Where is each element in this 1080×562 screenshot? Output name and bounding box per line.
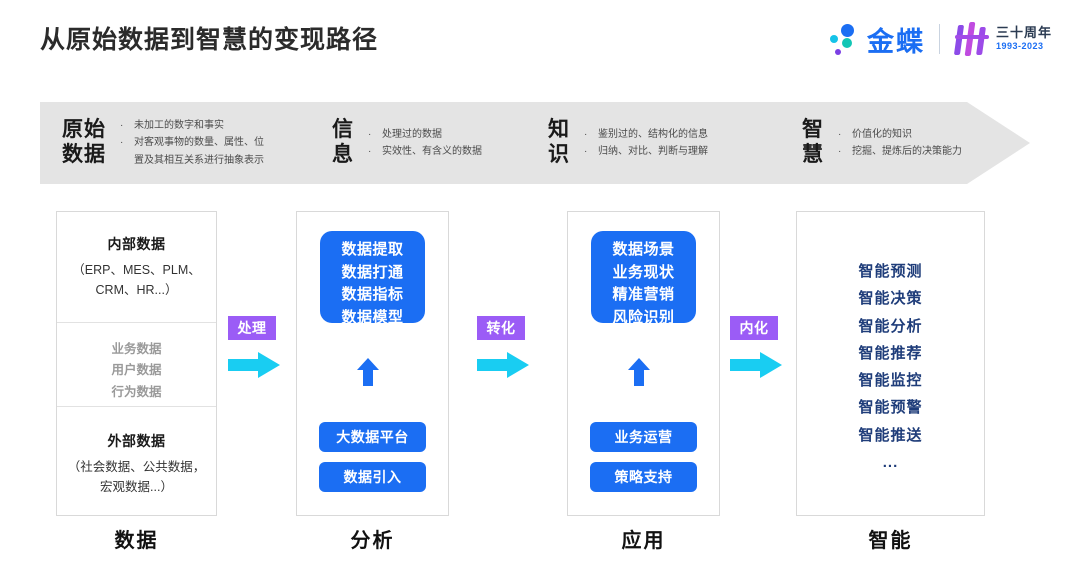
data-types-section: 业务数据 用户数据 行为数据 — [57, 323, 216, 407]
stage-bullets: ·未加工的数字和事实 ·对客观事物的数量、属性、位 置及其相互关系进行抽象表示 — [120, 117, 264, 170]
banner-stage-knowledge: 知 识 ·鉴别过的、结构化的信息 ·归纳、对比、判断与理解 — [548, 102, 708, 184]
analysis-platform-pill: 大数据平台 — [319, 422, 426, 452]
list-item: 智能预测 — [858, 263, 923, 280]
bullet-dot-icon: · — [838, 128, 842, 140]
connector-badge-label: 转化 — [477, 316, 525, 340]
analysis-capability-box: 数据提取 数据打通 数据指标 数据模型 — [320, 231, 425, 326]
list-item: 智能决策 — [858, 290, 923, 308]
stage-title: 智 慧 — [802, 118, 824, 166]
connector-process: 处理 — [228, 316, 286, 378]
column-label-data: 数据 — [114, 530, 159, 552]
right-arrow-icon — [228, 352, 280, 378]
list-item: 智能监控 — [858, 372, 923, 390]
stage-title: 知 识 — [548, 118, 570, 166]
connector-badge-label: 内化 — [730, 316, 778, 340]
list-item: 智能预警 — [858, 399, 923, 417]
bullet-dot-icon: · — [368, 146, 372, 157]
connector-badge-label: 处理 — [228, 316, 276, 340]
dikw-arrow-banner: 原始 数据 ·未加工的数字和事实 ·对客观事物的数量、属性、位 置及其相互关系进… — [40, 102, 1030, 184]
right-arrow-icon — [477, 352, 529, 378]
external-data-title: 外部数据 — [107, 433, 166, 449]
page-title: 从原始数据到智慧的变现路径 — [40, 26, 379, 54]
list-item: 智能推荐 — [858, 344, 923, 362]
anniversary-mark-icon — [952, 21, 992, 57]
list-item: 行为数据 — [111, 384, 162, 399]
banner-stage-information: 信 息 ·处理过的数据 ·实效性、有含义的数据 — [332, 102, 482, 184]
bullet-dot-icon: · — [584, 146, 588, 157]
right-arrow-icon — [730, 352, 782, 378]
internal-data-subtitle: （ERP、MES、PLM、 CRM、HR...） — [72, 263, 201, 297]
connector-transform: 转化 — [477, 316, 535, 378]
stage-title: 原始 数据 — [62, 118, 106, 166]
stage-bullets: ·鉴别过的、结构化的信息 ·归纳、对比、判断与理解 — [584, 126, 708, 161]
bullet-dot-icon: · — [368, 128, 372, 140]
banner-stage-wisdom: 智 慧 ·价值化的知识 ·挖掘、提炼后的决策能力 — [802, 102, 962, 184]
external-data-subtitle: （社会数据、公共数据， 宏观数据...） — [67, 460, 206, 494]
anniversary-label: 三十周年 — [995, 25, 1052, 41]
column-card-data: 内部数据 （ERP、MES、PLM、 CRM、HR...） 业务数据 用户数据 … — [56, 211, 217, 516]
internal-data-title: 内部数据 — [107, 236, 166, 252]
stage-title: 信 息 — [332, 118, 354, 166]
list-item: 智能推送 — [858, 426, 923, 444]
banner-stage-raw-data: 原始 数据 ·未加工的数字和事实 ·对客观事物的数量、属性、位 置及其相互关系进… — [62, 102, 264, 184]
internal-data-section: 内部数据 （ERP、MES、PLM、 CRM、HR...） — [57, 212, 216, 323]
bullet-dot-icon: · — [120, 137, 124, 149]
list-item: 智能分析 — [858, 317, 923, 335]
logo-divider — [938, 24, 940, 54]
bullet-dot-icon: · — [120, 119, 124, 131]
column-card-intelligence: 智能预测 智能决策 智能分析 智能推荐 智能监控 智能预警 智能推送 ... — [796, 211, 985, 516]
connector-internalize: 内化 — [730, 316, 788, 378]
anniversary-text: 三十周年 1993-2023 — [995, 25, 1052, 52]
external-data-section: 外部数据 （社会数据、公共数据， 宏观数据...） — [57, 407, 216, 515]
stage-bullets: ·处理过的数据 ·实效性、有含义的数据 — [368, 126, 482, 161]
bullet-dot-icon: · — [584, 128, 588, 140]
list-item: 业务数据 — [111, 342, 162, 356]
list-item-ellipsis: ... — [882, 454, 899, 472]
list-item: 用户数据 — [111, 363, 162, 378]
up-arrow-icon — [628, 358, 650, 386]
page-header: 从原始数据到智慧的变现路径 金蝶 三十周年 1993-2023 — [0, 0, 1080, 86]
intelligence-list: 智能预测 智能决策 智能分析 智能推荐 智能监控 智能预警 智能推送 ... — [797, 212, 984, 476]
application-capability-box: 数据场景 业务现状 精准营销 风险识别 — [591, 231, 696, 326]
column-label-application: 应用 — [621, 530, 666, 552]
up-arrow-icon — [357, 358, 379, 386]
anniversary-years: 1993-2023 — [995, 41, 1044, 52]
application-operations-pill: 业务运营 — [590, 422, 697, 452]
brand-name: 金蝶 — [866, 26, 925, 57]
kingdee-dots-icon — [827, 21, 863, 57]
brand-logo: 金蝶 三十周年 1993-2023 — [827, 18, 1052, 60]
stage-bullets: ·价值化的知识 ·挖掘、提炼后的决策能力 — [838, 126, 962, 161]
column-label-analysis: 分析 — [350, 530, 395, 552]
column-label-intelligence: 智能 — [868, 530, 913, 552]
application-strategy-pill: 策略支持 — [590, 462, 697, 492]
analysis-ingest-pill: 数据引入 — [319, 462, 426, 492]
bullet-dot-icon: · — [838, 146, 842, 157]
